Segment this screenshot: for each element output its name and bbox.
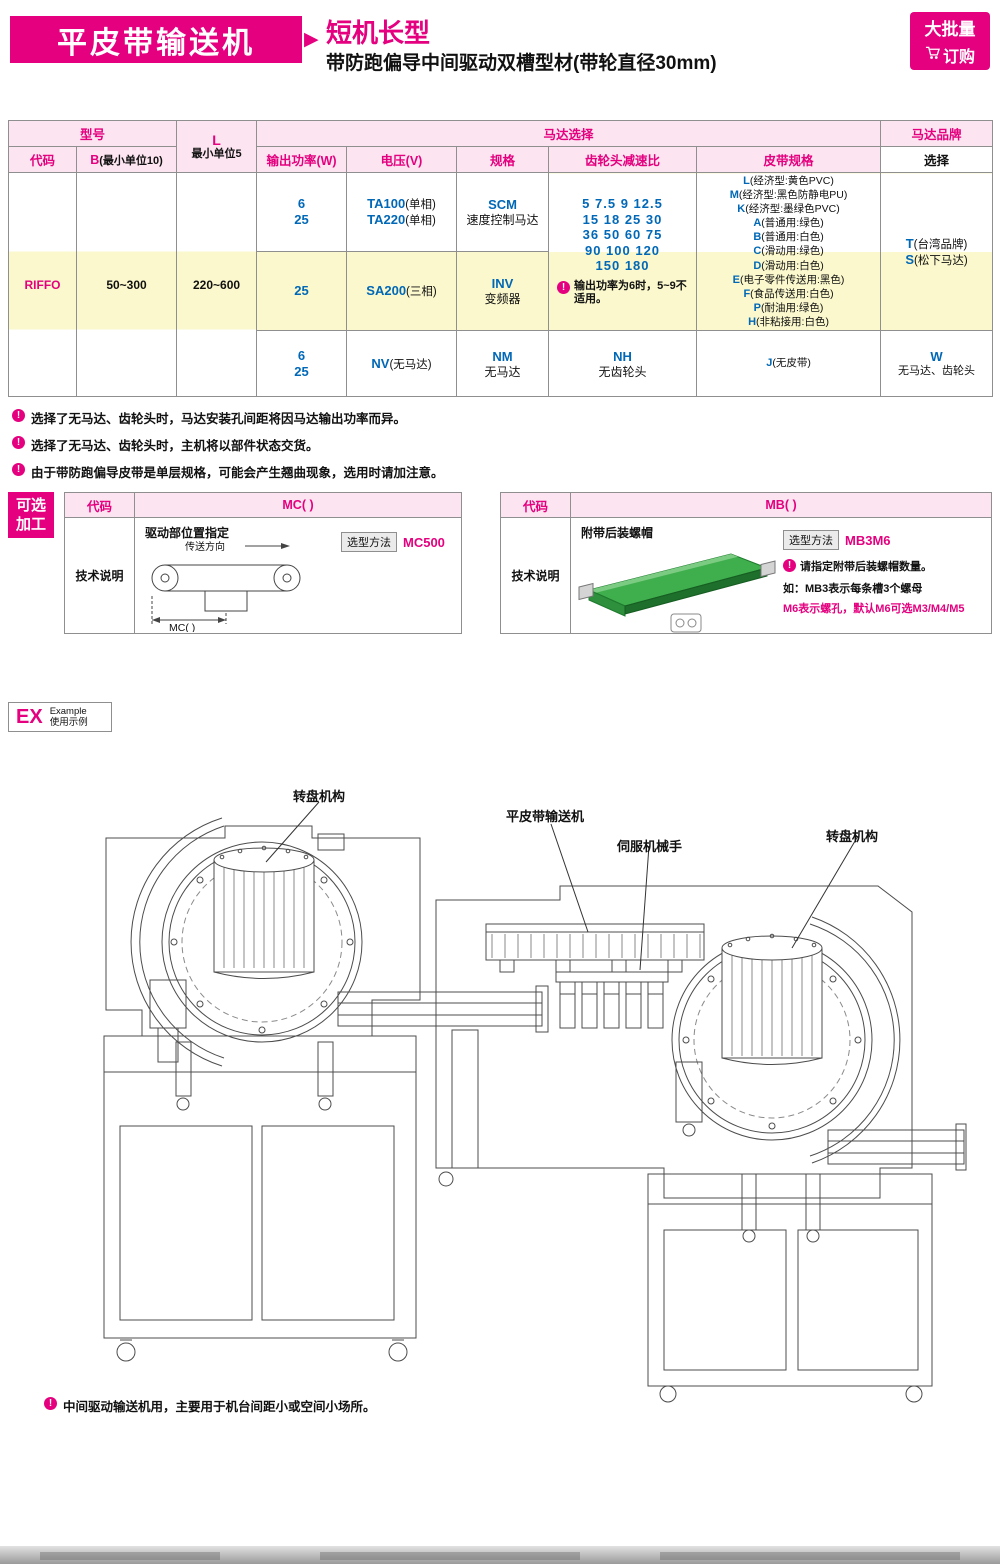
header-model: 型号 <box>7 120 178 147</box>
right-machine <box>435 885 967 1403</box>
direction-label: 传送方向 <box>185 540 225 553</box>
selection-table: 型号 L 最小单位5 马达选择 马达品牌 代码 B(最小单位10) 输出功率(W… <box>7 120 994 398</box>
header-code: 代码 <box>8 146 77 173</box>
method-label: 选型方法 <box>341 532 397 552</box>
header-l: L 最小单位5 <box>176 120 258 173</box>
cell-power-3: 6 25 <box>256 330 348 398</box>
mb-note-3: M6表示螺孔，默认M6可选M3/M4/M5 <box>783 603 965 615</box>
label-turntable-right: 转盘机构 <box>826 829 879 844</box>
cell-gear-3: NH 无齿轮头 <box>548 330 698 398</box>
mb-note-1: ! 请指定附带后装螺帽数量。 <box>783 558 988 574</box>
ex-english: Example <box>49 706 87 717</box>
note-text: 选择了无马达、齿轮头时，主机将以部件状态交货。 <box>31 439 319 453</box>
notes: ! 选择了无马达、齿轮头时，马达安装孔间距将因马达输出功率而异。 ! 选择了无马… <box>12 408 444 489</box>
cell-spec-1: SCM 速度控制马达 <box>456 171 550 253</box>
cell-spec-3: NM 无马达 <box>456 330 550 398</box>
cell-l-range: 220~600 <box>176 171 258 398</box>
mb-tech-label: 技术说明 <box>501 518 571 633</box>
label-turntable-left: 转盘机构 <box>293 789 346 804</box>
note-text: 选择了无马达、齿轮头时，马达安装孔间距将因马达输出功率而异。 <box>31 412 407 426</box>
cell-power-1: 6 25 <box>256 171 348 253</box>
note-text: 由于带防跑偏导皮带是单层规格，可能会产生翘曲现象，选用时请加注意。 <box>31 466 444 480</box>
header-power: 输出功率(W) <box>256 146 348 173</box>
note-icon: ! <box>783 559 796 572</box>
header-belt: 皮带规格 <box>696 146 882 173</box>
mc-option-table: 代码 MC( ) 技术说明 驱动部位置指定 <box>64 492 462 634</box>
cell-belt-specs: L(经济型:黄色PVC) M(经济型:黑色防静电PU) K(经济型:墨绿色PVC… <box>696 171 882 332</box>
mc-code-label: 代码 <box>65 493 135 517</box>
usage-example-drawing <box>103 801 967 1403</box>
ex-chinese: 使用示例 <box>49 717 88 728</box>
header-voltage: 电压(V) <box>346 146 458 173</box>
example-badge: EX Example 使用示例 <box>8 702 112 732</box>
mb-code-label: 代码 <box>501 493 571 517</box>
cell-gear-ratios: 5 7.5 9 12.5 15 18 25 30 36 50 60 75 90 … <box>548 171 698 332</box>
subtitle-detail: 带防跑偏导中间驱动双槽型材(带轮直径30mm) <box>326 53 717 74</box>
note-icon: ! <box>44 1397 57 1410</box>
method-value: MC500 <box>403 534 445 550</box>
header-gear: 齿轮头减速比 <box>548 146 698 173</box>
header-b: B(最小单位10) <box>75 146 178 173</box>
header-motor-select: 马达选择 <box>256 120 882 147</box>
note-line: ! 选择了无马达、齿轮头时，主机将以部件状态交货。 <box>12 435 444 454</box>
cell-model-code: RIFFO <box>8 171 77 398</box>
footer-note-text: 中间驱动输送机用，主要用于机台间距小或空间小场所。 <box>63 1400 376 1414</box>
cell-spec-2: INV 变频器 <box>456 251 550 332</box>
optional-processing-label: 可选 加工 <box>8 492 54 538</box>
next-page-edge <box>0 1546 1000 1564</box>
note-icon: ! <box>557 280 571 294</box>
mc-code-value: MC( ) <box>135 493 461 517</box>
cell-brands: T(台湾品牌) S(松下马达) <box>880 171 994 332</box>
label-flat-belt-conveyor: 平皮带输送机 <box>506 809 585 824</box>
badge-line2: 订购 <box>942 49 975 66</box>
note-line: ! 由于带防跑偏导皮带是单层规格，可能会产生翘曲现象，选用时请加注意。 <box>12 462 444 481</box>
arrow-icon: ▶ <box>304 29 319 50</box>
mc-dim-label: MC( ) <box>169 622 195 632</box>
header-spec: 规格 <box>456 146 550 173</box>
mb-note-2: 如：MB3表示每条槽3个螺母 <box>783 583 923 595</box>
cart-icon <box>925 45 940 65</box>
cell-voltage-2: SA200(三相) <box>346 251 458 332</box>
note-icon: ! <box>12 463 25 476</box>
mc-description: 驱动部位置指定 <box>145 526 230 540</box>
header-brand: 马达品牌 <box>880 120 994 147</box>
mb-option-table: 代码 MB( ) 技术说明 附带后装螺帽 选型方法 <box>500 492 992 634</box>
leader-lines <box>265 801 859 971</box>
method-value: MB3M6 <box>845 532 891 548</box>
mb-description: 附带后装螺帽 <box>581 526 654 540</box>
mb-conveyor-image <box>578 553 776 633</box>
note-line: ! 选择了无马达、齿轮头时，马达安装孔间距将因马达输出功率而异。 <box>12 408 444 427</box>
left-machine <box>103 817 549 1362</box>
cell-power-2: 25 <box>256 251 348 332</box>
method-label: 选型方法 <box>783 530 839 550</box>
mc-diagram: 传送方向 MC( ) <box>151 540 301 632</box>
subtitle: 短机长型 <box>326 18 431 48</box>
cell-voltage-3: NV(无马达) <box>346 330 458 398</box>
cell-brand-3: W 无马达、齿轮头 <box>880 330 994 398</box>
note-icon: ! <box>12 436 25 449</box>
ex-logo: EX <box>16 705 43 728</box>
mb-code-value: MB( ) <box>571 493 991 517</box>
footer-note: ! 中间驱动输送机用，主要用于机台间距小或空间小场所。 <box>44 1396 376 1415</box>
cell-voltage-1: TA100(单相) TA220(单相) <box>346 171 458 253</box>
mc-tech-label: 技术说明 <box>65 518 135 633</box>
badge-line1: 大批量 <box>924 20 976 39</box>
header-brand-select: 选择 <box>880 146 994 173</box>
label-servo-manipulator: 伺服机械手 <box>617 839 683 854</box>
cell-belt-3: J(无皮带) <box>696 330 882 398</box>
cell-b-range: 50~300 <box>75 171 178 398</box>
note-icon: ! <box>12 409 25 422</box>
bulk-order-badge[interactable]: 大批量 订购 <box>910 12 990 70</box>
page-title: 平皮带输送机 <box>10 16 302 63</box>
